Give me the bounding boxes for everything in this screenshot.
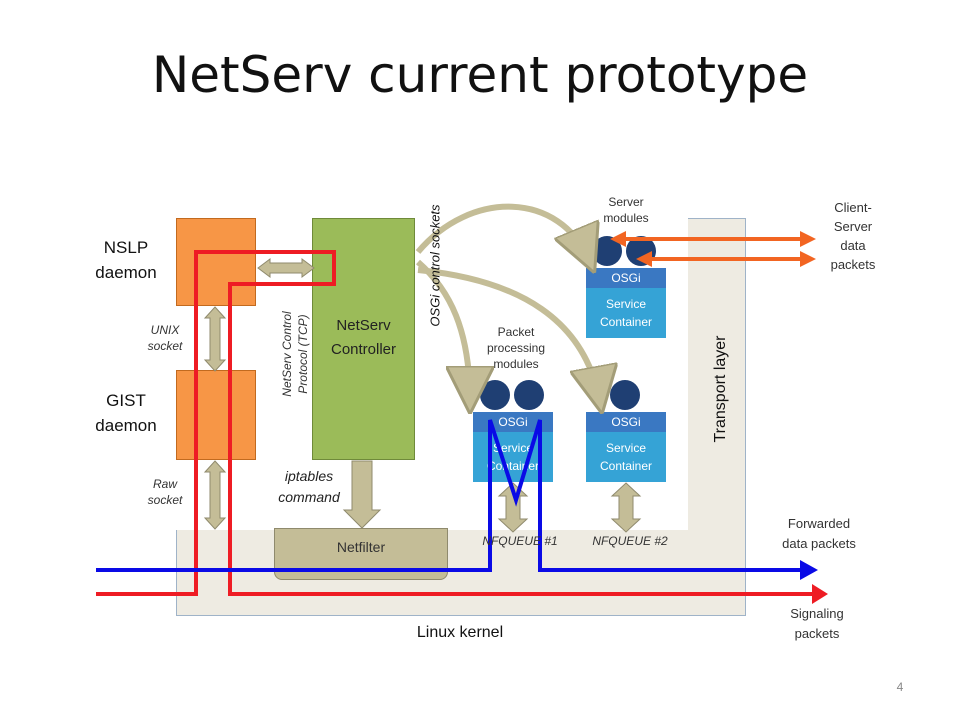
nslp-daemon-label: NSLP daemon <box>95 238 157 282</box>
unix-socket-label: UNIX socket <box>147 323 183 353</box>
control-protocol-arrow <box>257 258 315 278</box>
netfilter-label: Netfilter <box>336 539 386 555</box>
raw-socket-label: Raw socket <box>147 477 183 507</box>
signaling-arrowhead <box>812 584 828 604</box>
slide-title: NetServ current prototype <box>151 46 809 104</box>
unix-socket-arrow <box>203 306 227 372</box>
forwarded-path <box>96 419 800 572</box>
signaling-label: Signaling packets <box>790 606 844 641</box>
packet-module-ball-2 <box>514 380 544 410</box>
nfqueue1-label: NFQUEUE #1 <box>482 534 558 548</box>
iptables-arrow <box>342 460 382 529</box>
signaling-path <box>96 250 812 596</box>
server-osgi-bar: OSGi <box>586 268 666 288</box>
gist-daemon-label: GIST daemon <box>95 391 157 435</box>
netserv-controller-box <box>312 218 415 460</box>
nfqueue2-label: NFQUEUE #2 <box>592 534 668 548</box>
netserv-controller-label: NetServ Controller <box>330 317 397 358</box>
gist-daemon-box <box>176 370 256 460</box>
server-service-container: Service Container <box>586 288 666 338</box>
forwarded-label: Forwarded data packets <box>782 516 856 551</box>
osgi-socket-arrow-packet2 <box>417 267 600 402</box>
packet-modules-label: Packet processing modules <box>486 325 546 371</box>
control-protocol-label: NetServ Control Protocol (TCP) <box>280 311 310 397</box>
page-number: 4 <box>896 680 904 694</box>
nfqueue1-arrow <box>497 482 529 533</box>
nfqueue2-arrow <box>610 482 642 533</box>
osgi-socket-arrow-packet1 <box>416 259 470 402</box>
packet-service-container-2: Service Container <box>586 432 666 482</box>
osgi-socket-arrow-server <box>415 203 590 262</box>
osgi-control-sockets-label: OSGi control sockets <box>427 204 443 327</box>
nslp-daemon-box <box>176 218 256 306</box>
server-modules-label: Server modules <box>603 195 649 225</box>
linux-kernel-label: Linux kernel <box>416 624 504 641</box>
client-server-label: Client- Server data packets <box>830 200 876 272</box>
transport-layer-label: Transport layer <box>712 335 729 443</box>
forwarded-arrowhead <box>800 560 818 580</box>
iptables-label: iptables command <box>278 468 340 505</box>
raw-socket-arrow <box>203 460 227 530</box>
